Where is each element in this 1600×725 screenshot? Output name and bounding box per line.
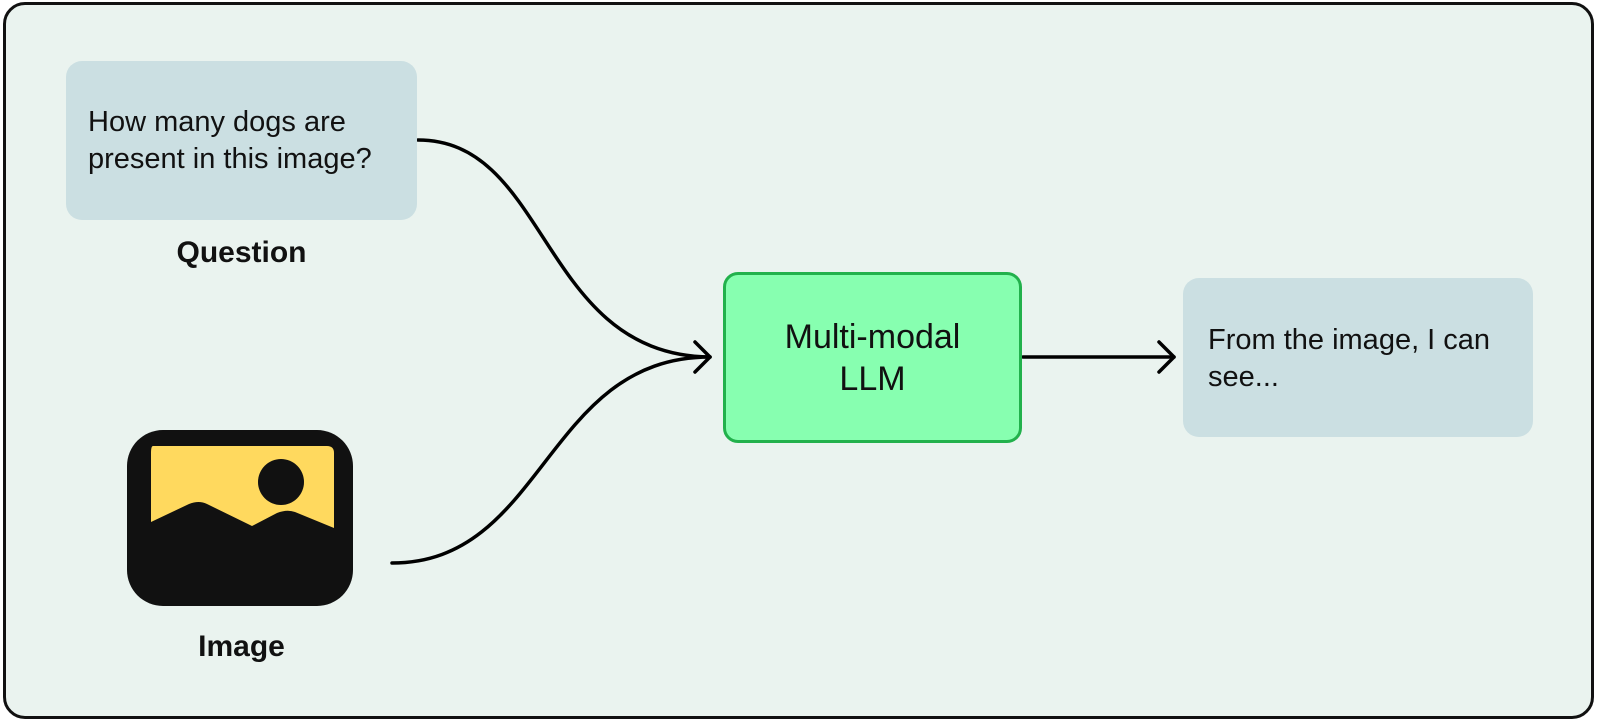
question-text: How many dogs are present in this image? xyxy=(88,106,372,175)
merge-arrowhead xyxy=(693,340,712,374)
question-to-llm-arrow xyxy=(416,138,712,359)
answer-arrowhead xyxy=(1157,340,1176,374)
image-caption: Image xyxy=(198,630,285,663)
question-caption: Question xyxy=(176,236,307,269)
llm-label: Multi-modal LLM xyxy=(784,317,961,398)
question-box: How many dogs are present in this image? xyxy=(66,61,417,220)
llm-box: Multi-modal LLM xyxy=(723,272,1022,443)
answer-box: From the image, I can see... xyxy=(1183,278,1533,437)
image-to-llm-arrow xyxy=(390,355,712,565)
image-icon xyxy=(127,430,353,606)
answer-text: From the image, I can see... xyxy=(1208,324,1491,393)
